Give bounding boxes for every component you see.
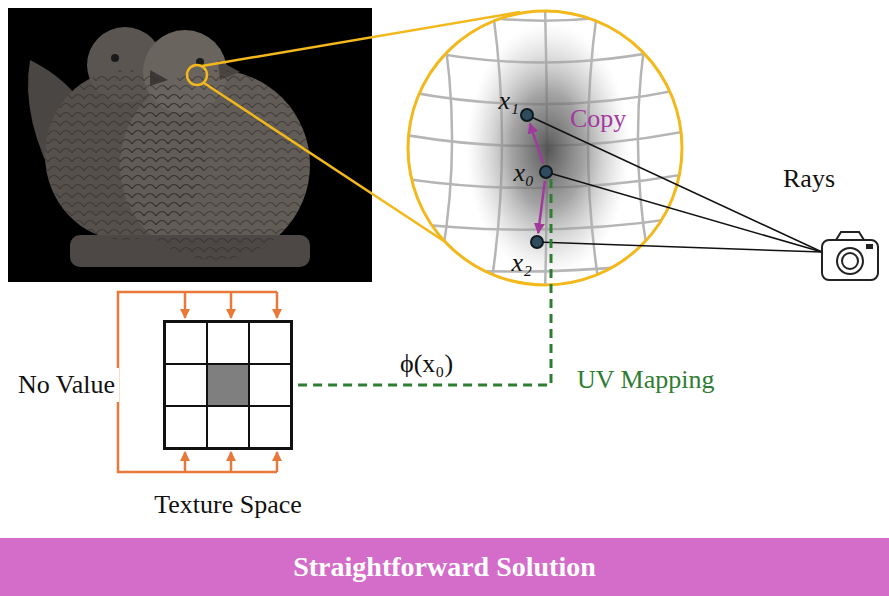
point-label: x₂ <box>511 248 532 278</box>
photo <box>8 8 372 282</box>
title-band: Straightforward Solution <box>0 538 889 596</box>
camera-icon <box>822 232 878 280</box>
texel <box>165 322 207 364</box>
rays-label: Rays <box>783 164 835 194</box>
surface-grid <box>325 0 765 314</box>
zoom-circle <box>408 11 682 285</box>
texel <box>207 364 249 406</box>
edge-label: ϕ(x₀) <box>400 349 453 379</box>
texture-grid: Texture Space <box>163 320 293 450</box>
texel <box>249 322 291 364</box>
texel <box>165 406 207 448</box>
mapping-label: UV Mapping <box>577 365 714 395</box>
point-x2: x₂ <box>530 235 544 249</box>
texel <box>207 406 249 448</box>
texel <box>249 406 291 448</box>
band-title: Straightforward Solution <box>293 551 596 583</box>
edge-label: Copy <box>570 104 626 134</box>
point-x1: x₁ <box>520 108 534 122</box>
gaussian <box>466 22 630 278</box>
copy-arrow <box>530 124 543 164</box>
texel <box>165 364 207 406</box>
texel <box>249 364 291 406</box>
point-label: x₁ <box>498 86 519 116</box>
texel <box>207 322 249 364</box>
uv-mapping-arrow <box>252 179 551 385</box>
grid-caption: Texture Space <box>154 490 302 520</box>
no-value-label: No Value <box>14 368 119 402</box>
rays <box>527 115 822 252</box>
copy-arrow <box>538 181 545 233</box>
zoom-marker <box>187 65 207 85</box>
point-label: x₀ <box>513 158 534 188</box>
point-x0: x₀ <box>539 165 553 179</box>
